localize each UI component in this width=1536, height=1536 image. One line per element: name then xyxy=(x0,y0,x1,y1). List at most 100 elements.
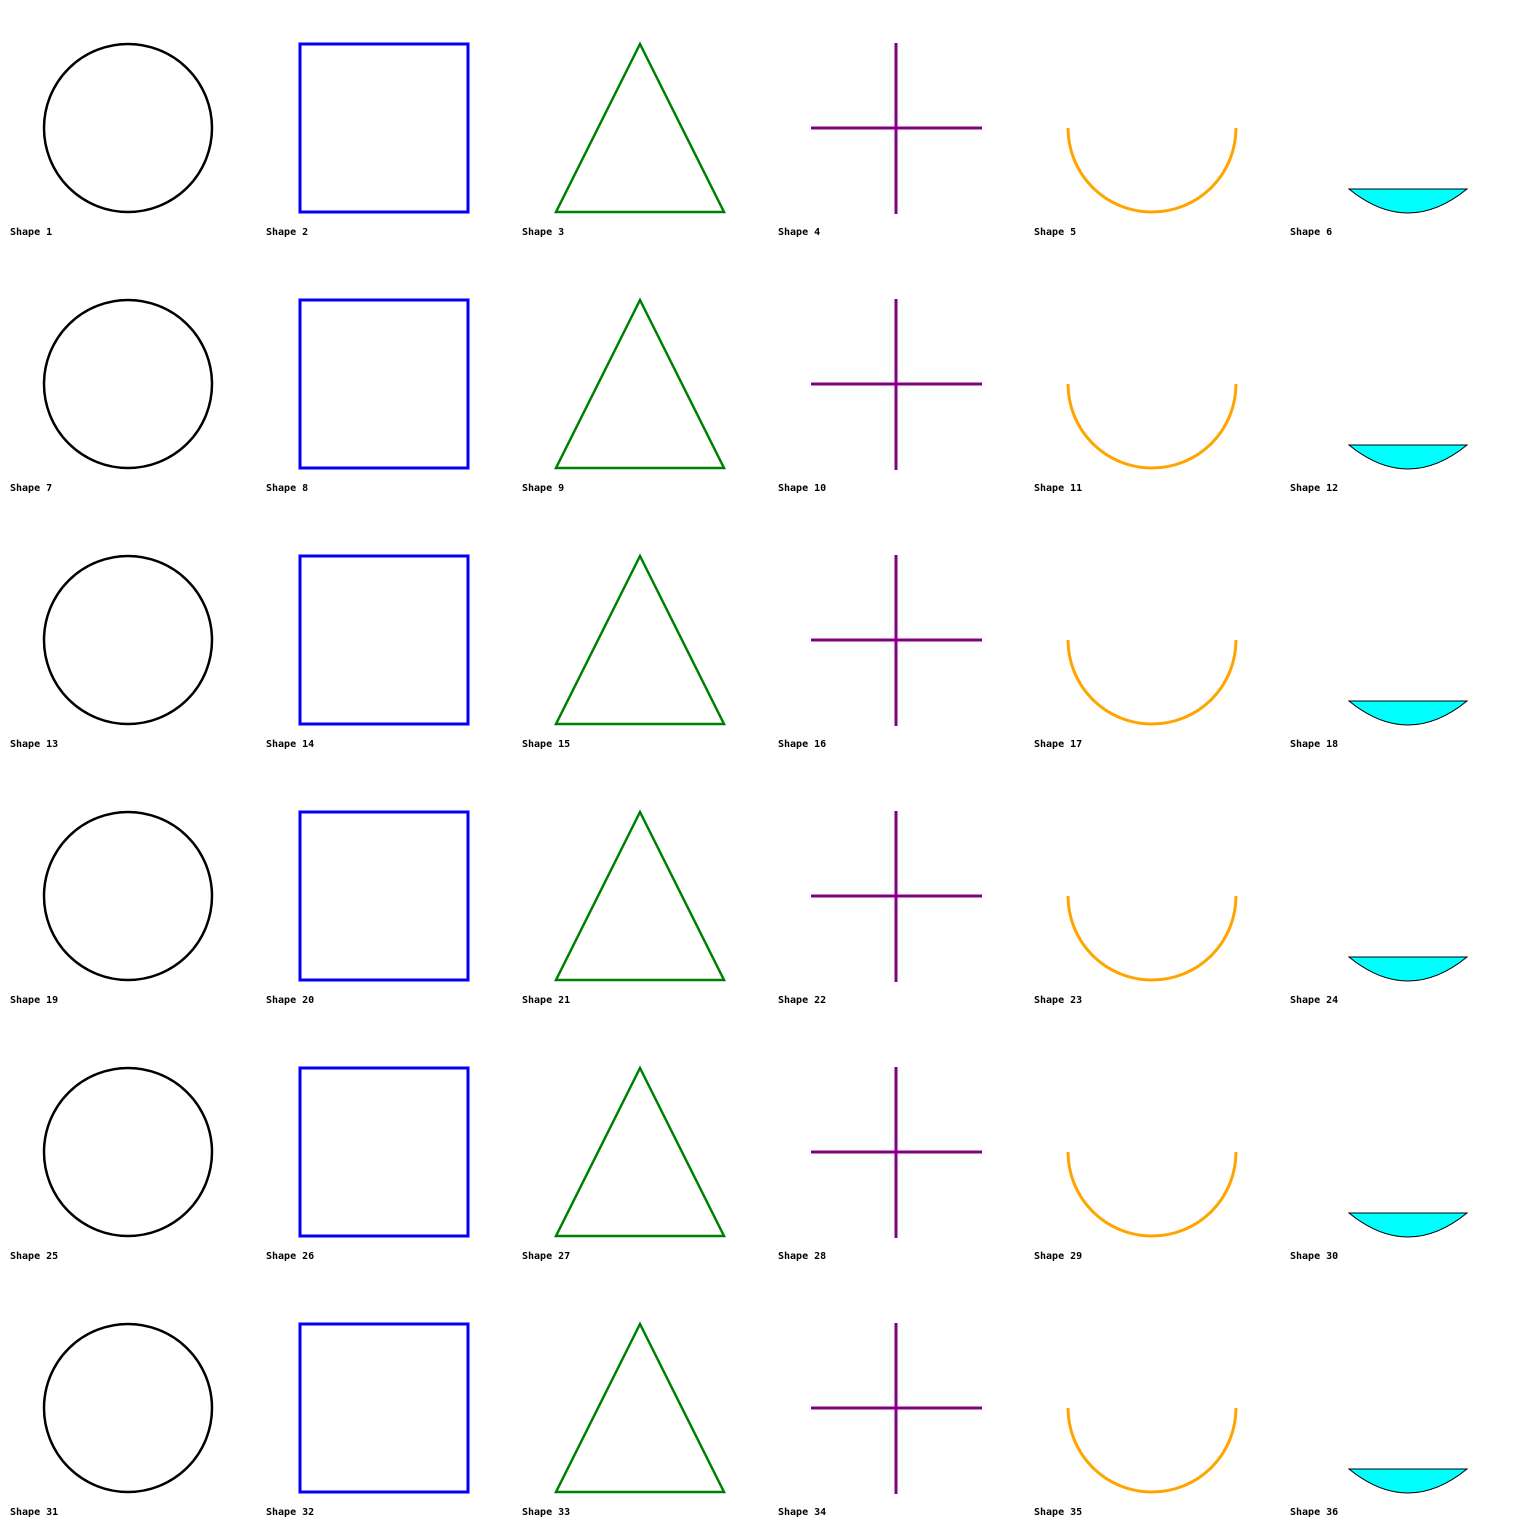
arc-shape xyxy=(1066,383,1238,470)
shape-label: Shape 33 xyxy=(522,1507,570,1518)
square-shape xyxy=(298,1066,470,1238)
shape-label: Shape 19 xyxy=(10,995,58,1006)
arc-shape xyxy=(1066,1407,1238,1494)
shape-cell: Shape 5 xyxy=(1034,127,1238,238)
shape-label: Shape 13 xyxy=(10,739,58,750)
shape-cell: Shape 4 xyxy=(778,43,982,238)
shape-label: Shape 24 xyxy=(1290,995,1338,1006)
shape-label: Shape 18 xyxy=(1290,739,1338,750)
shape-cell: Shape 9 xyxy=(522,297,727,494)
circular-segment-shape xyxy=(1347,1468,1469,1494)
shape-cell: Shape 7 xyxy=(10,298,214,494)
triangle-shape xyxy=(553,297,727,470)
shape-label: Shape 32 xyxy=(266,1507,314,1518)
shape-cell: Shape 31 xyxy=(10,1322,214,1518)
cross-shape xyxy=(811,1067,982,1238)
shape-cell: Shape 32 xyxy=(266,1322,470,1518)
shape-label: Shape 8 xyxy=(266,483,308,494)
shape-cell: Shape 3 xyxy=(522,41,727,238)
shape-cell: Shape 19 xyxy=(10,810,214,1006)
shape-label: Shape 15 xyxy=(522,739,570,750)
shape-label: Shape 28 xyxy=(778,1251,826,1262)
shape-cell: Shape 2 xyxy=(266,42,470,238)
circle-shape xyxy=(42,42,214,214)
shape-label: Shape 34 xyxy=(778,1507,826,1518)
shape-label: Shape 7 xyxy=(10,483,52,494)
shape-cell: Shape 24 xyxy=(1290,956,1469,1006)
triangle-shape xyxy=(553,809,727,982)
circular-segment-shape xyxy=(1347,700,1469,726)
arc-shape xyxy=(1066,1151,1238,1238)
shape-cell: Shape 34 xyxy=(778,1323,982,1518)
shape-cell: Shape 33 xyxy=(522,1321,727,1518)
cross-shape xyxy=(811,43,982,214)
shape-cell: Shape 22 xyxy=(778,811,982,1006)
shape-cell: Shape 30 xyxy=(1290,1212,1469,1262)
triangle-shape xyxy=(553,553,727,726)
triangle-shape xyxy=(553,1321,727,1494)
arc-shape xyxy=(1066,895,1238,982)
shape-cell: Shape 10 xyxy=(778,299,982,494)
shape-cell: Shape 1 xyxy=(10,42,214,238)
shape-label: Shape 6 xyxy=(1290,227,1332,238)
shape-cell: Shape 11 xyxy=(1034,383,1238,494)
shape-label: Shape 12 xyxy=(1290,483,1338,494)
arc-shape xyxy=(1066,127,1238,214)
circular-segment-shape xyxy=(1347,444,1469,470)
shape-grid: Shape 1 Shape 2 Shape 3 Shape 4 Shape 5 Shape… xyxy=(10,41,1469,1518)
shape-cell: Shape 35 xyxy=(1034,1407,1238,1518)
shape-label: Shape 36 xyxy=(1290,1507,1338,1518)
cross-shape xyxy=(811,1323,982,1494)
shape-label: Shape 21 xyxy=(522,995,570,1006)
shape-cell: Shape 21 xyxy=(522,809,727,1006)
shape-label: Shape 26 xyxy=(266,1251,314,1262)
cross-shape xyxy=(811,555,982,726)
shape-label: Shape 9 xyxy=(522,483,564,494)
square-shape xyxy=(298,42,470,214)
shape-cell: Shape 25 xyxy=(10,1066,214,1262)
shape-label: Shape 20 xyxy=(266,995,314,1006)
shape-label: Shape 5 xyxy=(1034,227,1076,238)
shape-label: Shape 4 xyxy=(778,227,820,238)
arc-shape xyxy=(1066,639,1238,726)
shape-label: Shape 29 xyxy=(1034,1251,1082,1262)
shape-label: Shape 16 xyxy=(778,739,826,750)
cross-shape xyxy=(811,811,982,982)
shape-label: Shape 22 xyxy=(778,995,826,1006)
cross-shape xyxy=(811,299,982,470)
square-shape xyxy=(298,298,470,470)
shape-cell: Shape 16 xyxy=(778,555,982,750)
shape-cell: Shape 36 xyxy=(1290,1468,1469,1518)
shape-label: Shape 11 xyxy=(1034,483,1082,494)
shape-cell: Shape 20 xyxy=(266,810,470,1006)
shape-cell: Shape 13 xyxy=(10,554,214,750)
circle-shape xyxy=(42,810,214,982)
circle-shape xyxy=(42,554,214,726)
shape-label: Shape 1 xyxy=(10,227,52,238)
circular-segment-shape xyxy=(1347,188,1469,214)
triangle-shape xyxy=(553,1065,727,1238)
shape-cell: Shape 28 xyxy=(778,1067,982,1262)
shape-cell: Shape 23 xyxy=(1034,895,1238,1006)
shape-cell: Shape 29 xyxy=(1034,1151,1238,1262)
shape-label: Shape 23 xyxy=(1034,995,1082,1006)
shape-label: Shape 2 xyxy=(266,227,308,238)
circle-shape xyxy=(42,1322,214,1494)
square-shape xyxy=(298,1322,470,1494)
shape-label: Shape 17 xyxy=(1034,739,1082,750)
circle-shape xyxy=(42,1066,214,1238)
shape-label: Shape 35 xyxy=(1034,1507,1082,1518)
shape-label: Shape 25 xyxy=(10,1251,58,1262)
shape-cell: Shape 6 xyxy=(1290,188,1469,238)
shape-cell: Shape 12 xyxy=(1290,444,1469,494)
shape-label: Shape 14 xyxy=(266,739,314,750)
shape-cell: Shape 8 xyxy=(266,298,470,494)
circular-segment-shape xyxy=(1347,1212,1469,1238)
square-shape xyxy=(298,554,470,726)
shape-label: Shape 31 xyxy=(10,1507,58,1518)
shape-label: Shape 10 xyxy=(778,483,826,494)
circular-segment-shape xyxy=(1347,956,1469,982)
shape-cell: Shape 17 xyxy=(1034,639,1238,750)
